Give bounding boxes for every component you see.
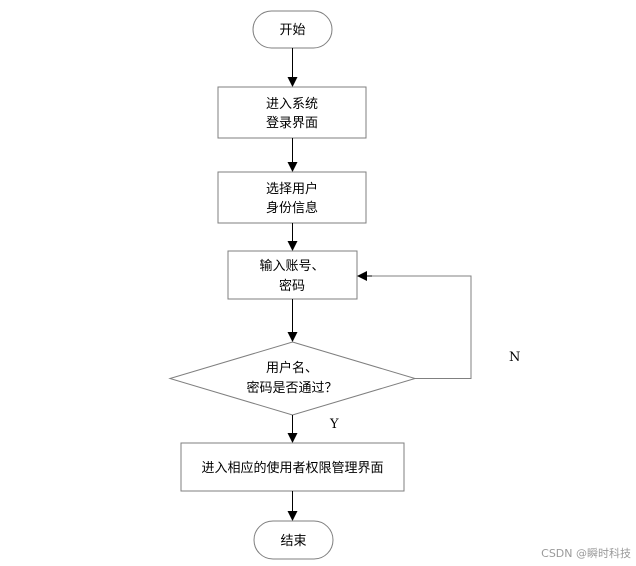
edge-label-no: N: [509, 350, 520, 365]
start-node: 开始: [252, 10, 333, 49]
decision-line2: 密码是否通过？: [246, 380, 337, 396]
step-enter-admin-label: 进入相应的使用者权限管理界面: [201, 460, 383, 476]
loop-line-no: [366, 275, 472, 379]
decision-node: 用户名、 密码是否通过？: [168, 341, 417, 416]
step-enter-login-line1: 进入系统: [266, 97, 318, 112]
start-label: 开始: [279, 23, 305, 38]
end-node: 结束: [253, 520, 334, 560]
step-input-node: 输入账号、 密码: [227, 250, 358, 300]
edge-label-yes: Y: [329, 417, 339, 432]
step-select-user-node: 选择用户 身份信息: [217, 171, 367, 224]
decision-line1: 用户名、: [266, 360, 318, 376]
step-select-user-line2: 身份信息: [266, 200, 318, 216]
step-enter-login-line2: 登录界面: [266, 116, 318, 131]
step-input-line1: 输入账号、: [259, 258, 324, 274]
step-enter-login-node: 进入系统 登录界面: [217, 86, 367, 139]
end-label: 结束: [280, 534, 306, 549]
step-select-user-line1: 选择用户: [266, 181, 318, 197]
step-input-line2: 密码: [279, 278, 305, 294]
csdn-watermark: CSDN @瞬时科技: [541, 546, 631, 560]
step-enter-admin-node: 进入相应的使用者权限管理界面: [180, 442, 405, 492]
